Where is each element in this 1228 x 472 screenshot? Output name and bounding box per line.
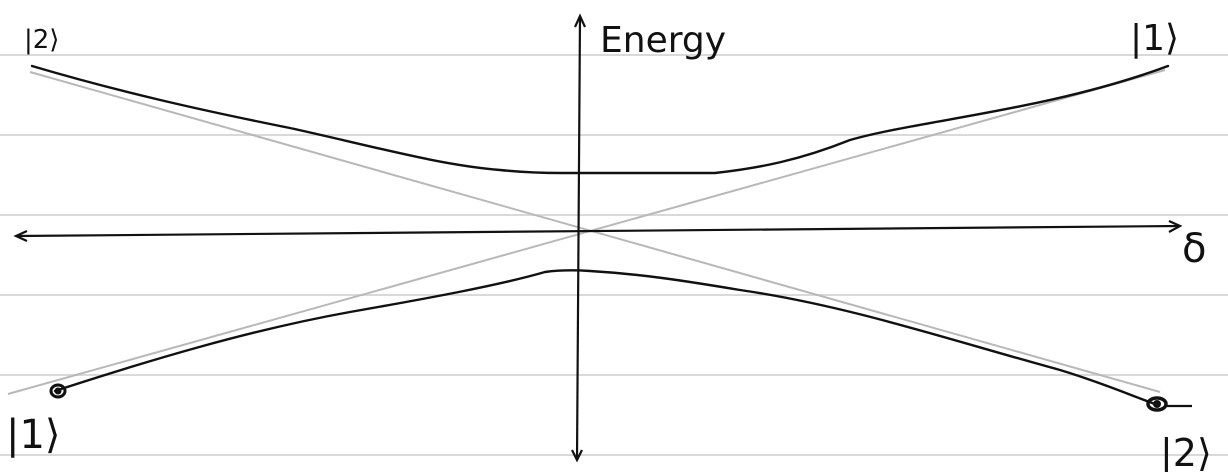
y-axis-top-arrowhead <box>573 13 587 28</box>
y-axis-bottom-arrowhead <box>571 449 583 463</box>
x-axis-label: δ <box>1182 226 1206 272</box>
x-axis <box>13 219 1183 243</box>
state-markers <box>49 383 1192 412</box>
state-label-top-left: |2⟩ <box>24 25 59 55</box>
state-label-bottom-left: |1⟩ <box>6 412 61 458</box>
y-axis-line <box>575 15 582 461</box>
end-dot <box>1146 396 1168 412</box>
y-axis-label: Energy <box>600 20 726 61</box>
y-axis <box>571 13 587 463</box>
x-axis-right-arrowhead <box>1168 219 1183 233</box>
ruled-lines <box>0 54 1228 456</box>
state-label-bottom-right: |2⟩ <box>1160 431 1212 472</box>
start-dot <box>49 383 67 399</box>
start-dot-fill <box>54 387 62 395</box>
upper-energy-curve <box>30 64 1170 175</box>
x-axis-left-arrowhead <box>13 229 28 243</box>
state-label-top-right: |1⟩ <box>1130 18 1179 59</box>
x-axis-line <box>15 224 1181 238</box>
lower-energy-curve <box>53 269 1157 406</box>
end-dot-fill <box>1153 400 1161 408</box>
